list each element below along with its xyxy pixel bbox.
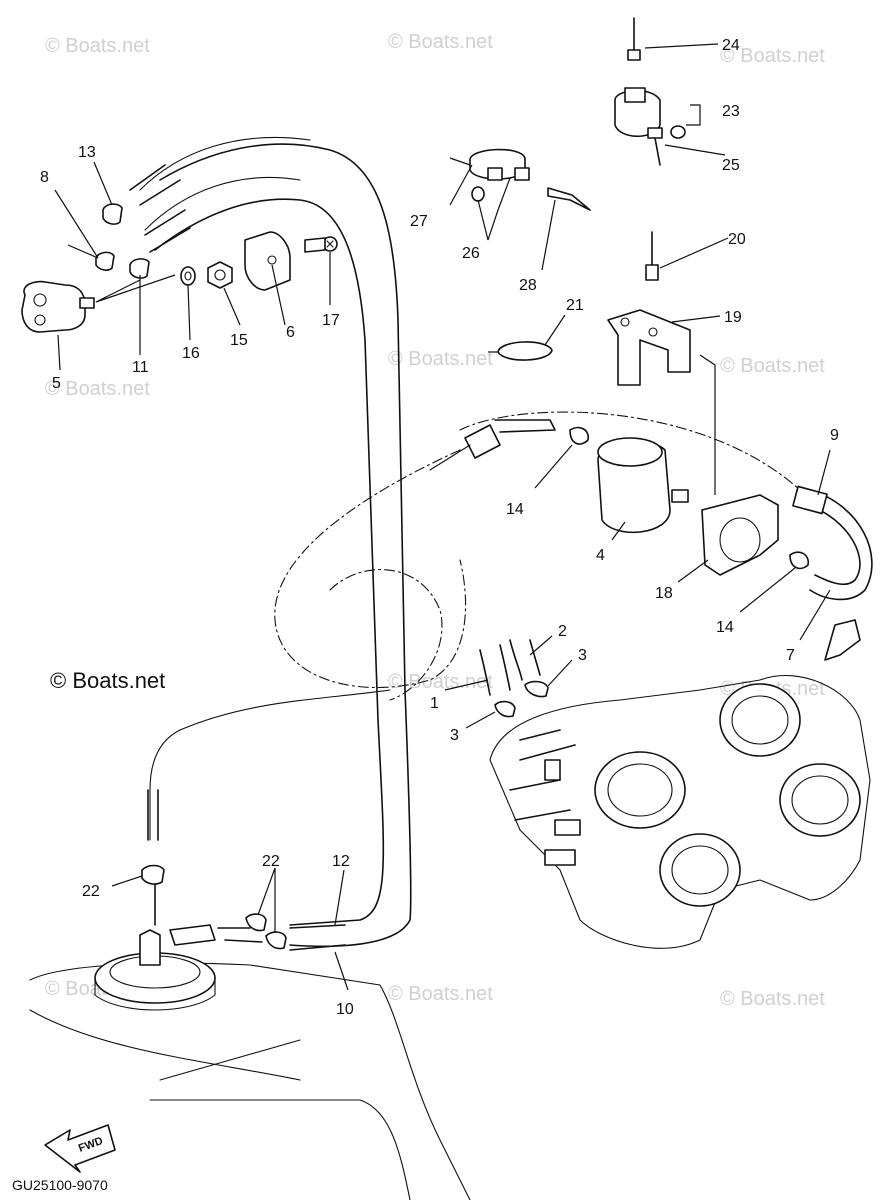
part-label-12: 12 (332, 853, 350, 870)
watermark: © Boats.net (720, 45, 825, 67)
bottom-clamps (217, 913, 346, 951)
part-label-19: 19 (724, 309, 742, 326)
fwd-arrow-icon: FWD (44, 1124, 116, 1173)
throttle-bodies (489, 619, 871, 949)
part-label-18: 18 (655, 585, 673, 602)
bracket (607, 231, 716, 495)
part-labels: 13 8 11 5 16 15 6 17 27 26 28 21 24 23 2… (40, 37, 839, 1018)
part-label-23: 23 (722, 103, 740, 120)
part-label-21: 21 (566, 297, 584, 314)
part-label-8: 8 (40, 169, 49, 186)
part-label-22b: 22 (262, 853, 280, 870)
fuel-tank (29, 864, 471, 1200)
part-label-24: 24 (722, 37, 740, 54)
diagram-code: GU25100-9070 (12, 1177, 108, 1193)
part-label-14: 14 (506, 501, 524, 518)
watermark: © Boats.net (388, 983, 493, 1005)
part-label-16: 16 (182, 345, 200, 362)
part-label-2: 2 (558, 623, 567, 640)
watermark: © Boats.net (388, 671, 493, 693)
part-label-13: 13 (78, 144, 96, 161)
part-label-3b: 3 (450, 727, 459, 744)
watermark: © Boats.net (388, 31, 493, 53)
part-label-3a: 3 (578, 647, 587, 664)
canister (597, 437, 779, 576)
part-label-25: 25 (722, 157, 740, 174)
clamp-top-right (614, 17, 701, 166)
part-label-22a: 22 (82, 883, 100, 900)
long-hoses (129, 136, 412, 948)
part-label-4: 4 (596, 547, 605, 564)
part-label-5: 5 (52, 375, 61, 392)
part-label-20: 20 (728, 231, 746, 248)
small-parts-left (95, 203, 338, 291)
watermark: © Boats.net (388, 348, 493, 370)
part-label-15: 15 (230, 332, 248, 349)
watermark: © Boats.net (720, 355, 825, 377)
fuel-pump (21, 274, 176, 333)
part-label-9: 9 (830, 427, 839, 444)
part-label-17: 17 (322, 312, 340, 329)
part-label-14b: 14 (716, 619, 734, 636)
vent-loop (147, 411, 801, 841)
leader-lines (54, 43, 831, 991)
watermark: © Boats.net (45, 35, 150, 57)
watermark: © Boats.net (45, 378, 150, 400)
part-label-28: 28 (519, 277, 537, 294)
part-label-10: 10 (336, 1001, 354, 1018)
part-label-1: 1 (430, 695, 439, 712)
watermark: © Boats.net (720, 988, 825, 1010)
part-label-26: 26 (462, 245, 480, 262)
watermark-main: © Boats.net (50, 668, 165, 693)
part-label-11: 11 (132, 359, 149, 376)
part-label-6: 6 (286, 324, 295, 341)
part-label-27: 27 (410, 213, 428, 230)
clamp-parts (449, 148, 591, 361)
part-label-7: 7 (786, 647, 795, 664)
